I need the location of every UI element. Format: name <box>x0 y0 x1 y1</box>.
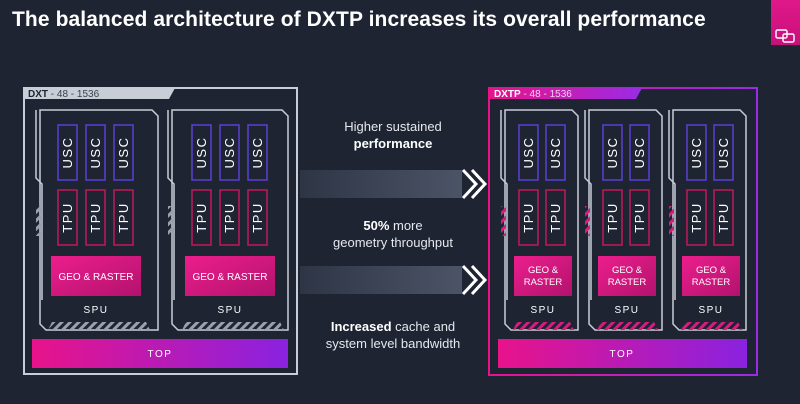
dxt-spu-2-tpu-1 <box>191 189 212 246</box>
dxtp-label: DXTP - 48 - 1536 <box>494 89 572 100</box>
svg-text:TPU: TPU <box>116 202 131 233</box>
dxt-spu-2-tpu-2 <box>219 189 240 246</box>
svg-text:USC: USC <box>222 137 237 169</box>
dxt-spu-2-usc-1 <box>191 124 212 181</box>
svg-text:TPU: TPU <box>689 202 704 233</box>
svg-text:USC: USC <box>60 137 75 169</box>
dxt-spu-1-tpu-3 <box>113 189 134 246</box>
dxt-spu-1-bus-hatch <box>48 322 150 330</box>
svg-text:GEO & RASTER: GEO & RASTER <box>192 272 267 283</box>
dxt-spu-1-usc-3 <box>113 124 134 181</box>
arrow-top <box>300 168 488 200</box>
svg-text:TPU: TPU <box>548 202 563 233</box>
svg-text:USC: USC <box>689 137 704 169</box>
dxt-spu-1-geo-raster <box>51 256 141 296</box>
svg-text:USC: USC <box>605 137 620 169</box>
svg-text:TPU: TPU <box>632 202 647 233</box>
dxt-spu-2: USC USC USC TPU TPU TPU GEO & RASTER SPU <box>167 109 289 331</box>
svg-text:GEO &: GEO & <box>528 265 559 276</box>
dxtp-spu-2: USC USC TPU TPU GEO & RASTER SPU <box>584 109 663 331</box>
dxt-spu-1-hatch <box>36 206 41 236</box>
svg-text:TPU: TPU <box>250 202 265 233</box>
svg-text:USC: USC <box>250 137 265 169</box>
dxt-spu-1-usc-1 <box>57 124 78 181</box>
dxt-spu-1-label: SPU <box>83 305 108 316</box>
svg-text:USC: USC <box>632 137 647 169</box>
arrow-bottom <box>300 264 488 296</box>
caption-bandwidth: Increased cache and system level bandwid… <box>325 319 461 351</box>
caption-performance: Higher sustained performance <box>344 119 442 151</box>
dxtp-spu-3: USC USC TPU TPU GEO & RASTER SPU <box>668 109 747 331</box>
svg-text:TPU: TPU <box>194 202 209 233</box>
dxt-spu-2-geo-raster <box>185 256 275 296</box>
dxtp-label-tab <box>489 88 642 99</box>
svg-text:RASTER: RASTER <box>608 277 647 288</box>
svg-text:USC: USC <box>194 137 209 169</box>
svg-text:SPU: SPU <box>614 305 639 316</box>
svg-text:USC: USC <box>116 137 131 169</box>
svg-text:GEO &: GEO & <box>696 265 727 276</box>
svg-text:USC: USC <box>716 137 731 169</box>
speech-bubbles-icon <box>775 29 795 43</box>
svg-text:TPU: TPU <box>605 202 620 233</box>
dxt-spu-2-usc-3 <box>247 124 268 181</box>
dxt-spu-1: USC USC USC TPU TPU TPU GEO & RASTER SPU <box>35 109 159 331</box>
dxtp-spu-1: USC USC TPU TPU GEO & RASTER SPU <box>500 109 579 331</box>
dxt-spu-2-hatch <box>168 206 173 236</box>
dxt-top-block <box>32 339 288 368</box>
svg-text:USC: USC <box>548 137 563 169</box>
dxt-spu-2-tpu-3 <box>247 189 268 246</box>
svg-text:SPU: SPU <box>698 305 723 316</box>
dxt-spu-2-usc-2 <box>219 124 240 181</box>
dxt-frame <box>23 87 298 375</box>
svg-text:USC: USC <box>521 137 536 169</box>
dxtp-top-label: TOP <box>610 349 635 360</box>
svg-text:GEO &: GEO & <box>612 265 643 276</box>
dxt-label-tab <box>24 88 175 99</box>
svg-text:USC: USC <box>88 137 103 169</box>
svg-text:RASTER: RASTER <box>692 277 731 288</box>
svg-text:TPU: TPU <box>60 202 75 233</box>
dxt-spu-2-label: SPU <box>217 305 242 316</box>
dxt-label: DXT - 48 - 1536 <box>28 89 100 100</box>
page-title: The balanced architecture of DXTP increa… <box>12 8 706 31</box>
brand-logo <box>771 0 800 45</box>
dxt-spu-1-usc-2 <box>85 124 106 181</box>
dxt-spu-1-tpu-1 <box>57 189 78 246</box>
dxt-top-label: TOP <box>148 349 173 360</box>
dxtp-top-block <box>498 339 747 368</box>
svg-text:SPU: SPU <box>530 305 555 316</box>
svg-text:TPU: TPU <box>521 202 536 233</box>
dxt-spu-2-bus-hatch <box>182 322 284 330</box>
svg-text:TPU: TPU <box>88 202 103 233</box>
caption-geometry: 50% more geometry throughput <box>333 218 453 250</box>
svg-text:TPU: TPU <box>222 202 237 233</box>
svg-text:TPU: TPU <box>716 202 731 233</box>
svg-text:RASTER: RASTER <box>524 277 563 288</box>
dxt-spu-1-tpu-2 <box>85 189 106 246</box>
svg-text:GEO & RASTER: GEO & RASTER <box>58 272 133 283</box>
